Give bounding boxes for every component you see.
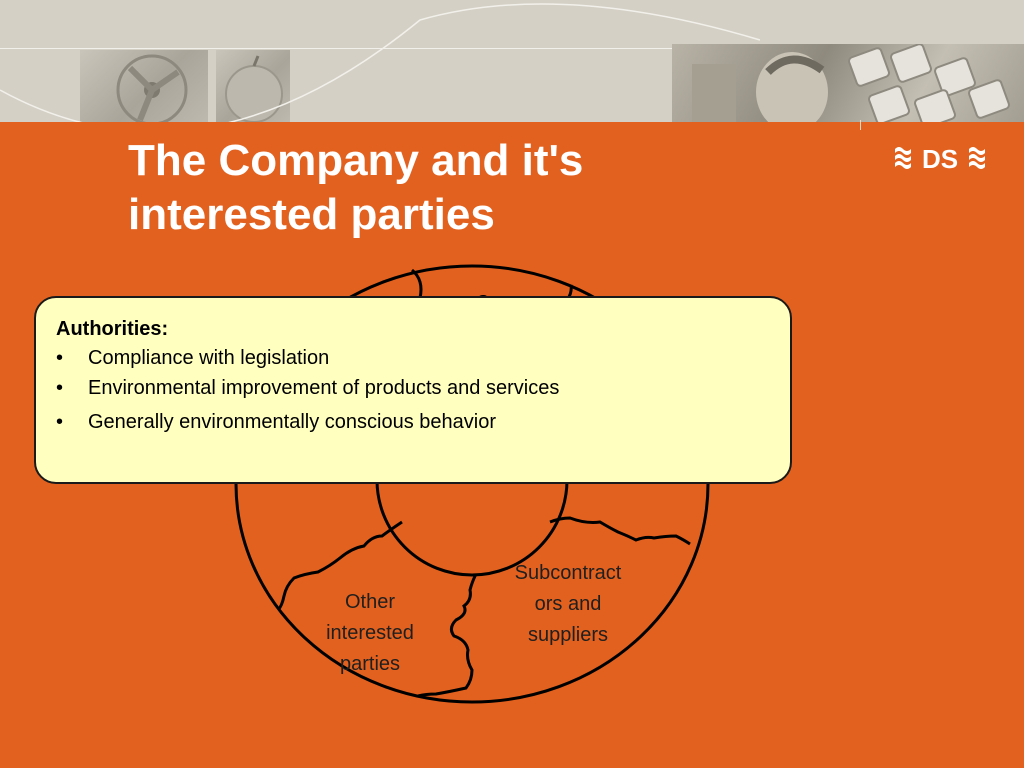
- callout-item: • Compliance with legislation: [56, 346, 790, 370]
- callout-item: • Environmental improvement of products …: [56, 376, 790, 400]
- label-other-line-2: interested: [326, 622, 414, 644]
- segment-label-other-interested-parties: Other interested parties: [300, 587, 440, 680]
- label-subs-line-1: Subcontract: [514, 562, 622, 584]
- callout-item: • Generally environmentally conscious be…: [56, 410, 790, 434]
- header-banner: [0, 0, 1024, 122]
- bullet-icon: •: [56, 377, 64, 399]
- ring-divider-top-right: [567, 284, 573, 298]
- bullet-icon: •: [56, 347, 64, 369]
- ring-divider-top-left: [410, 268, 423, 299]
- title-line-1: The Company and it's: [128, 136, 584, 185]
- authorities-callout: Authorities: • Compliance with legislati…: [34, 296, 792, 484]
- outer-ring: [234, 264, 710, 704]
- fan-photo: [80, 50, 208, 122]
- label-subs-line-3: suppliers: [527, 624, 609, 646]
- ds-logo: DS: [893, 141, 989, 175]
- apple-photo: [216, 50, 290, 122]
- logo-text: DS: [922, 144, 958, 174]
- label-other-line-3: parties: [339, 653, 401, 675]
- callout-item-text: Environmental improvement of products an…: [88, 377, 560, 399]
- people-keyboard-photo: [672, 44, 1024, 122]
- segment-label-subcontractors: Subcontract ors and suppliers: [488, 558, 648, 651]
- callout-item-text: Generally environmentally conscious beha…: [88, 411, 496, 433]
- callout-list: • Compliance with legislation • Environm…: [56, 346, 790, 434]
- ring-divider-right: [549, 516, 691, 546]
- slide-title: The Company and it's interested parties: [128, 134, 768, 242]
- label-other-line-1: Other: [344, 591, 396, 613]
- bullet-icon: •: [56, 411, 64, 433]
- callout-item-text: Compliance with legislation: [88, 347, 330, 369]
- banner-swoosh: [0, 3, 761, 122]
- banner-rule: [0, 48, 1024, 49]
- ring-divider-bottom: [417, 573, 478, 698]
- title-line-2: interested parties: [128, 190, 495, 239]
- label-subs-line-2: ors and: [534, 593, 602, 615]
- banner-tick: [860, 120, 861, 130]
- callout-heading: Authorities:: [56, 318, 169, 340]
- ring-divider-left: [276, 520, 403, 612]
